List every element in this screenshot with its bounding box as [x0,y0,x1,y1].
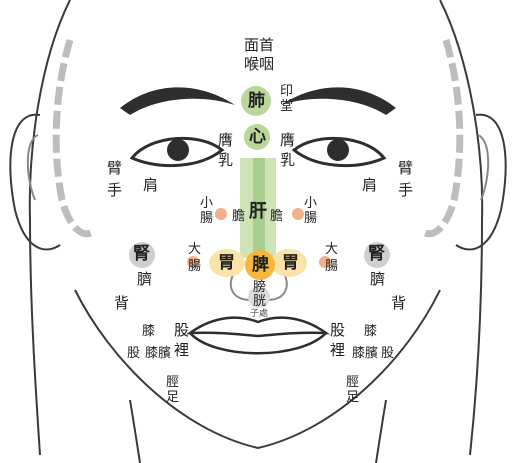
cheek-shade-left [52,38,98,238]
spleen-circle [245,250,275,280]
label-small-intestine-left: 小 腸 [200,196,214,226]
label-small-intestine-right: 小 腸 [304,196,318,226]
label-heart: 心 [249,127,266,147]
label-thigh-right: 股 [381,346,395,361]
small-intestine-left-dot [215,208,227,220]
label-back-right: 背 [391,294,407,312]
mouth-lower-lip [189,332,327,355]
label-arm-right: 臂 手 [398,159,414,199]
pupil-right [327,139,349,161]
label-knee-left: 膝 [142,324,156,339]
stomach-right-glow [271,249,307,277]
label-thigh-inner-right: 股 裡 [330,321,346,359]
label-liver: 肝 [249,201,267,222]
eyebrow-left [120,87,235,115]
small-intestine-right-dot [292,208,304,220]
label-yintang: 印 堂 [280,84,294,114]
label-navel-right: 臍 [370,270,386,288]
head-outline [28,0,71,456]
head-outline-right [439,0,484,456]
large-intestine-right-dot [319,256,331,268]
label-shoulder-left: 肩 [143,176,159,194]
stomach-left-glow [209,249,245,277]
jaw-outline [74,289,441,450]
label-navel-left: 臍 [137,270,153,288]
neck-right [375,399,387,463]
liver-strip-core [253,158,265,258]
label-uterus: 子處 [250,309,269,319]
label-face-throat: 面首 喉咽 [243,36,274,73]
ear-right-inner [477,134,490,201]
cheek-shade-right [418,38,464,238]
label-knee-right: 膝 [364,324,378,339]
label-kidney-left: 腎 [133,244,150,264]
ear-left-inner [26,134,39,201]
label-thigh-left: 股 [127,346,141,361]
label-gallbladder-right: 膽 [270,209,284,224]
kidney-right-circle [364,242,390,268]
lung-circle [241,86,271,116]
label-back-left: 背 [114,294,130,312]
label-gallbladder-left: 膽 [232,209,246,224]
label-knee-patella-right: 膝臏 [352,346,379,361]
neck-left [129,399,141,463]
label-spleen: 脾 [252,255,269,275]
heart-circle [244,124,270,150]
eyebrow-right [281,87,396,115]
label-large-intestine-right: 大 腸 [325,242,339,274]
kidney-left-circle [129,242,155,268]
label-lung: 肺 [248,91,265,111]
label-arm-left: 臂 手 [107,159,123,199]
label-large-intestine-left: 大 腸 [188,242,202,274]
mouth-upper-lip [185,316,331,338]
pupil-left [167,139,189,161]
label-bladder: 膀 胱 [253,280,267,309]
label-thigh-inner-left: 股 裡 [174,321,190,359]
bladder-circle [248,286,270,308]
label-chest-breast-left: 膺 乳 [218,131,234,169]
ear-left [9,113,61,251]
ear-right [455,113,507,251]
label-stomach-right: 胃 [282,253,299,273]
label-shin-foot-left: 脛 足 [166,375,180,405]
label-shin-foot-right: 脛 足 [346,375,360,405]
label-stomach-left: 胃 [218,253,235,273]
label-shoulder-right: 肩 [362,176,378,194]
large-intestine-left-dot [187,256,199,268]
label-kidney-right: 腎 [368,244,385,264]
label-knee-patella-left: 膝臏 [145,346,172,361]
label-chest-breast-right: 膺 乳 [280,131,296,169]
